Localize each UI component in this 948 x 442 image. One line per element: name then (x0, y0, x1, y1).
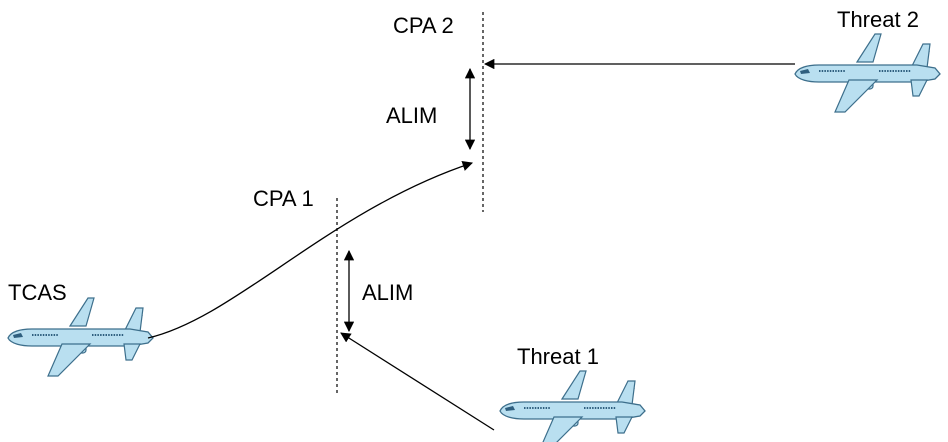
cpa1-label: CPA 1 (253, 186, 314, 211)
tcas-label: TCAS (8, 280, 67, 305)
alim1-label: ALIM (362, 280, 413, 305)
threat2-aircraft-icon (794, 33, 941, 113)
tcas-aircraft-icon (7, 297, 154, 377)
threat1-aircraft-icon (499, 370, 646, 442)
threat1-label: Threat 1 (517, 344, 599, 369)
tcas-trajectory-arrow (147, 161, 473, 339)
threat2-label: Threat 2 (837, 7, 919, 32)
cpa2-label: CPA 2 (393, 13, 454, 38)
threat1-trajectory-arrow (340, 332, 495, 431)
alim2-label: ALIM (386, 103, 437, 128)
